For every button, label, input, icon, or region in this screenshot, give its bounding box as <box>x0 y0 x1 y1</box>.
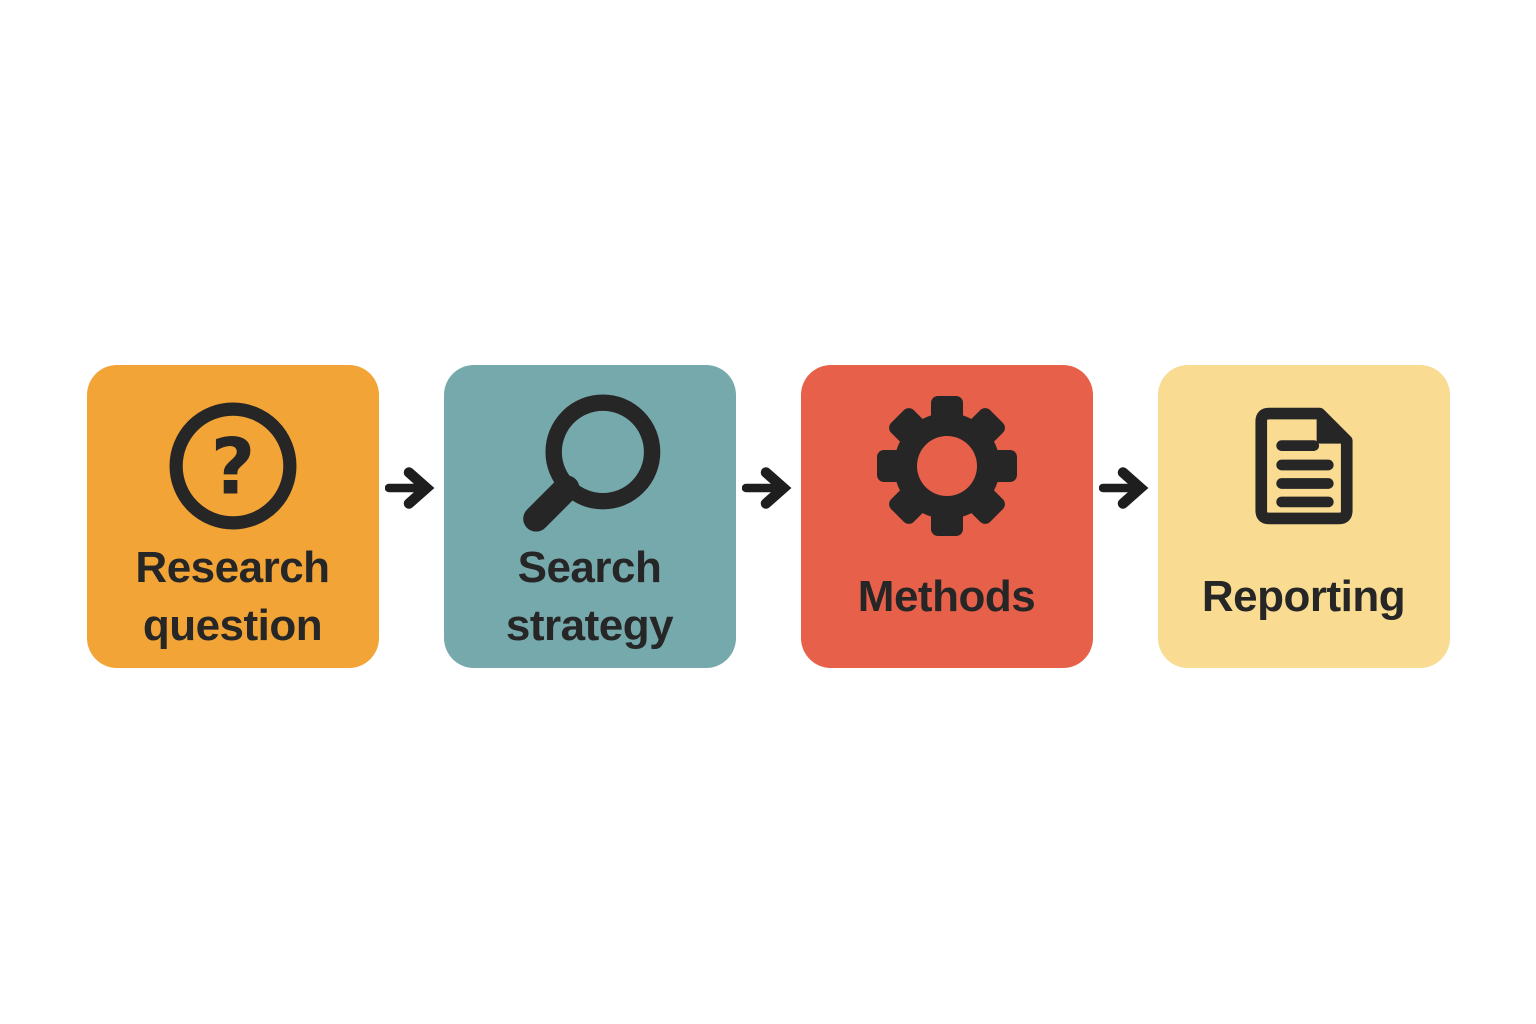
flow-arrow <box>736 365 801 668</box>
step-box-research-question: ? Research question <box>86 365 379 668</box>
step-label: Research question <box>135 543 330 650</box>
step-label: Search strategy <box>505 543 674 650</box>
arrow-right-icon <box>385 467 435 509</box>
step-label: Methods <box>857 571 1036 621</box>
step-icon-wrap <box>515 394 665 533</box>
arrow-right-icon <box>742 467 792 509</box>
flow-arrow <box>1093 365 1158 668</box>
gear-icon <box>876 396 1017 536</box>
search-icon <box>522 394 660 532</box>
step-label: Reporting <box>1201 571 1406 621</box>
arrow-right-icon <box>1099 467 1149 509</box>
step-icon-wrap <box>876 396 1017 536</box>
step-box-search-strategy: Search strategy <box>443 365 736 668</box>
step-box-reporting: Reporting <box>1157 365 1450 668</box>
flow-arrow <box>379 365 444 668</box>
step-icon-wrap <box>1236 399 1372 533</box>
document-icon <box>1254 407 1353 525</box>
svg-text:?: ? <box>210 422 255 512</box>
process-flow-diagram: ? Research question Search strategy <box>0 365 1536 668</box>
step-icon-wrap: ? <box>168 399 298 533</box>
question-circle-icon: ? <box>169 402 296 530</box>
step-box-methods: Methods <box>800 365 1093 668</box>
